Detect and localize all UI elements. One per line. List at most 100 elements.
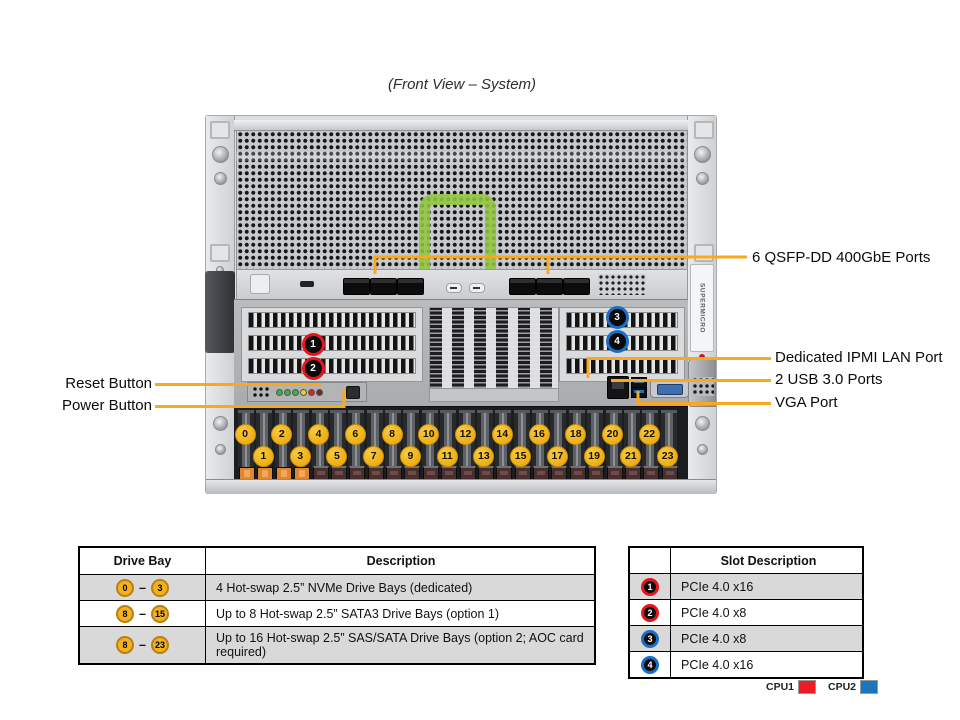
legend-item-cpu2: CPU2 — [828, 680, 879, 694]
slot-table-header: Slot Description — [670, 548, 862, 573]
drive-bay-number-13: 13 — [473, 445, 495, 467]
drive-bay-number-2: 2 — [271, 423, 293, 445]
bay-circle-15: 15 — [150, 604, 169, 623]
vent-hole-grid — [252, 386, 270, 397]
drive-bay-number-4: 4 — [308, 423, 329, 445]
range-dash: – — [139, 580, 146, 595]
qsfp-port-1 — [343, 278, 370, 295]
drive-bay-number-7: 7 — [363, 445, 385, 467]
drive-bay-number-10: 10 — [418, 423, 440, 445]
slot-number-cell: 1 — [630, 574, 670, 599]
qsfp-port-5 — [536, 278, 563, 295]
drive-bay-number-9: 9 — [399, 445, 421, 467]
thumbscrew-icon — [694, 146, 711, 163]
label-qsfp-ports: 6 QSFP-DD 400GbE Ports — [752, 249, 931, 266]
slot-number-cell: 3 — [630, 626, 670, 651]
slot-circle-3: 3 — [641, 629, 659, 648]
status-led — [308, 389, 315, 396]
slot-description-cell: PCIe 4.0 x8 — [670, 600, 862, 625]
control-panel — [247, 382, 367, 402]
slot-number-cell: 4 — [630, 652, 670, 677]
slot-description-cell: PCIe 4.0 x16 — [670, 652, 862, 677]
bay-circle-0: 0 — [116, 578, 135, 597]
bezel-indicator-2 — [469, 283, 485, 293]
pcie-panel-left — [241, 307, 423, 382]
drive-latch — [643, 466, 660, 481]
reset-button — [316, 389, 323, 396]
drive-bay-range: 0–3 — [80, 575, 205, 600]
bay-circle-8: 8 — [116, 636, 135, 654]
drive-bay-number-21: 21 — [620, 445, 642, 467]
drive-bay-number-14: 14 — [491, 423, 513, 445]
range-dash: – — [139, 638, 146, 652]
drive-bay-number-6: 6 — [344, 423, 366, 445]
cpu-legend: CPU1 CPU2 — [766, 680, 884, 694]
drive-bay-number-15: 15 — [510, 445, 532, 467]
bezel-highlight — [236, 152, 686, 161]
ear-bracket-icon — [210, 121, 230, 139]
center-vent — [429, 307, 559, 389]
status-led — [276, 389, 283, 396]
slot-circle-4: 4 — [641, 655, 659, 674]
screw-icon — [695, 416, 710, 431]
legend-swatch-icon — [798, 680, 817, 694]
screw-icon — [697, 444, 708, 455]
pcie-slot-badge-3: 3 — [605, 305, 629, 329]
drive-table-header-row: Drive Bay Description — [80, 548, 594, 574]
drive-bay-number-17: 17 — [546, 445, 568, 467]
vent-hole-grid — [598, 274, 646, 295]
legend-label: CPU2 — [828, 681, 857, 693]
vga-port — [650, 379, 689, 398]
pcie-slot-vent — [248, 312, 416, 328]
slot-table-header-empty — [630, 548, 670, 573]
pcie-slot-badge-4: 4 — [605, 329, 629, 353]
page-title: (Front View – System) — [387, 76, 537, 93]
chassis-handle-left — [205, 271, 235, 353]
qsfp-port-2 — [370, 278, 397, 295]
screw-icon — [214, 172, 227, 185]
label-power-button: Power Button — [61, 397, 152, 414]
ear-bracket-icon — [210, 244, 230, 262]
label-usb-ports: 2 USB 3.0 Ports — [775, 371, 883, 388]
rack-ear-left — [206, 116, 235, 491]
center-vent-base — [429, 388, 559, 402]
ear-bracket-icon — [694, 121, 714, 139]
bay-circle-8: 8 — [116, 604, 135, 623]
legend-item-cpu1: CPU1 — [766, 680, 817, 694]
usb-port-2 — [631, 387, 647, 398]
brand-label: SUPERMICRO — [690, 264, 714, 352]
qsfp-port-4 — [509, 278, 536, 295]
pcie-slot-vent — [248, 358, 416, 374]
drive-bay-number-18: 18 — [565, 423, 587, 445]
qsfp-port-6 — [563, 278, 590, 295]
status-led — [292, 389, 299, 396]
brand-text: SUPERMICRO — [698, 282, 706, 334]
slot-table-row: 3 PCIe 4.0 x8 — [630, 625, 862, 651]
drive-bay-number-19: 19 — [583, 445, 605, 467]
drive-bay-number-12: 12 — [455, 423, 476, 445]
label-ipmi-lan-port: Dedicated IPMI LAN Port — [775, 349, 943, 366]
drive-bay-number-16: 16 — [528, 423, 550, 445]
perforated-bezel — [236, 130, 688, 271]
bay-circle-3: 3 — [150, 578, 169, 597]
bay-circle-23: 23 — [150, 636, 169, 654]
slot-table-header-row: Slot Description — [630, 548, 862, 573]
slot-description-cell: PCIe 4.0 x8 — [670, 626, 862, 651]
drive-bay-number-20: 20 — [602, 423, 623, 445]
legend-swatch-icon — [860, 680, 879, 694]
slot-table-row: 4 PCIe 4.0 x16 — [630, 651, 862, 677]
drive-table-header-desc: Description — [205, 548, 594, 574]
drive-bay-range: 8–15 — [80, 601, 205, 626]
chassis-bottom-rail — [206, 479, 716, 494]
drive-bay-description: Up to 16 Hot-swap 2.5” SAS/SATA Drive Ba… — [205, 627, 594, 663]
slot-circle-1: 1 — [641, 577, 659, 596]
drive-bay-number-5: 5 — [326, 445, 348, 467]
drive-bay-number-22: 22 — [638, 423, 660, 445]
bezel-slot — [300, 281, 314, 287]
drive-bay-range: 8–23 — [80, 627, 205, 663]
